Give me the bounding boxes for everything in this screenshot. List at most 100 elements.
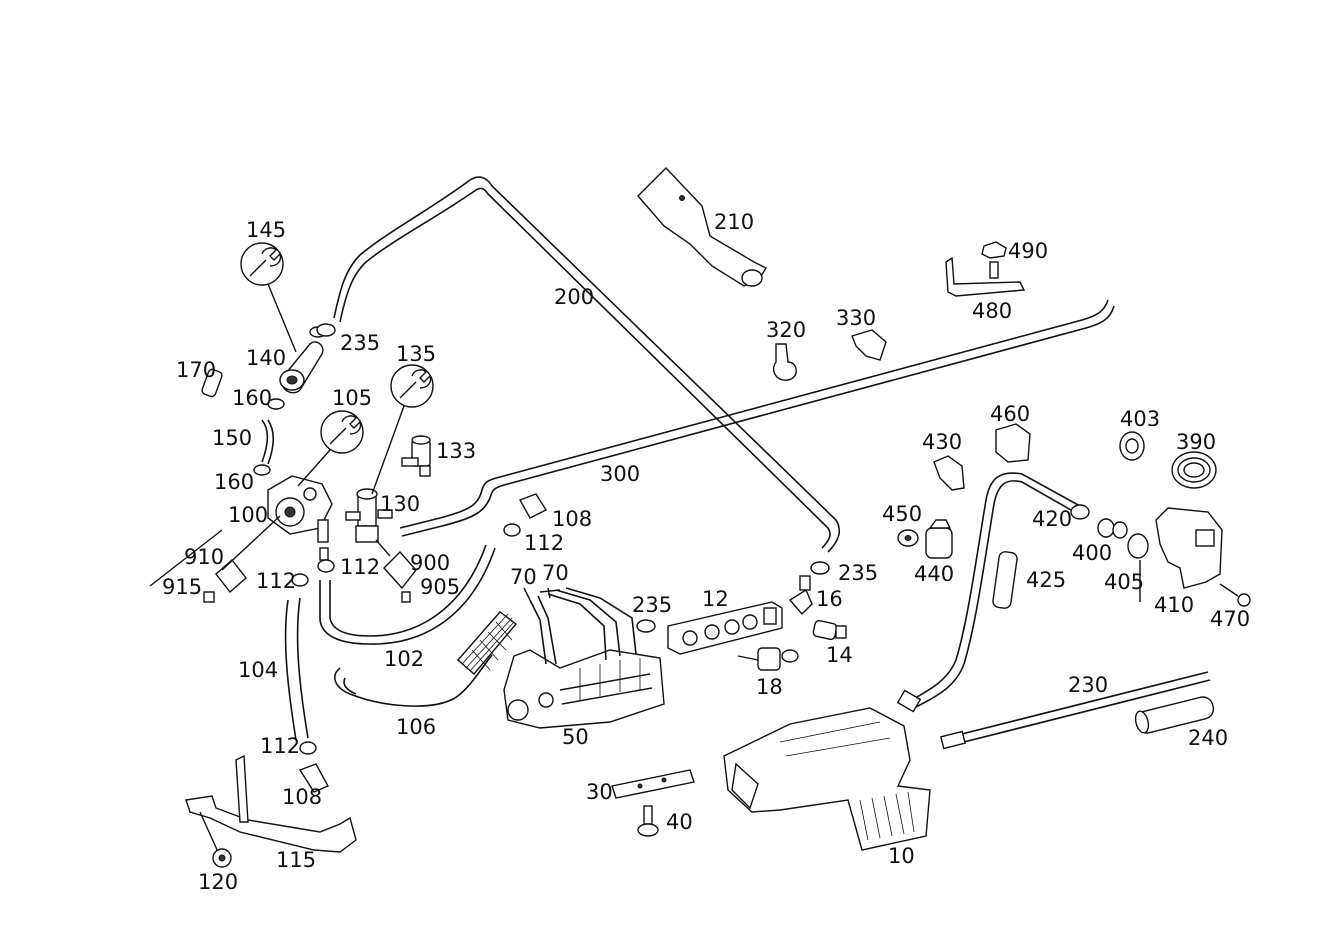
fitting-400 bbox=[1097, 518, 1128, 539]
clip-460 bbox=[995, 423, 1031, 463]
label-240: 240 bbox=[1188, 726, 1228, 750]
leader-lines bbox=[149, 515, 561, 593]
label-30: 30 bbox=[586, 780, 613, 804]
label-300: 300 bbox=[600, 462, 640, 486]
label-915: 915 bbox=[162, 575, 202, 599]
wrench-icon bbox=[371, 364, 434, 495]
clamp-235-b bbox=[810, 561, 830, 575]
wrench-icon bbox=[240, 242, 297, 353]
part-labels: 145 140 235 170 160 150 160 105 135 133 … bbox=[162, 210, 1250, 894]
clamp-112-d bbox=[299, 741, 317, 755]
wrench-icon bbox=[297, 410, 364, 487]
label-115: 115 bbox=[276, 848, 316, 872]
ring-403 bbox=[1119, 431, 1145, 461]
label-420: 420 bbox=[1032, 507, 1072, 531]
filter-900 bbox=[383, 550, 417, 603]
label-490: 490 bbox=[1008, 239, 1048, 263]
nut-120 bbox=[212, 848, 232, 868]
clamp-160-a bbox=[267, 398, 285, 410]
label-133: 133 bbox=[436, 439, 476, 463]
clamp-112-b bbox=[317, 559, 335, 573]
label-40: 40 bbox=[666, 810, 693, 834]
sensor-18 bbox=[737, 647, 799, 671]
bolt-470 bbox=[1219, 583, 1251, 607]
fitting-108-a bbox=[518, 493, 548, 519]
bracket-115 bbox=[185, 754, 357, 853]
screw-40 bbox=[637, 805, 659, 837]
cap-405 bbox=[1127, 533, 1149, 602]
label-108: 108 bbox=[282, 785, 322, 809]
clip-320 bbox=[772, 343, 797, 381]
label-330: 330 bbox=[836, 306, 876, 330]
label-105: 105 bbox=[332, 386, 372, 410]
label-210: 210 bbox=[714, 210, 754, 234]
label-102: 102 bbox=[384, 647, 424, 671]
hose-150 bbox=[261, 419, 275, 465]
label-320: 320 bbox=[766, 318, 806, 342]
rail-12 bbox=[667, 601, 783, 655]
label-112: 112 bbox=[260, 734, 300, 758]
label-235: 235 bbox=[632, 593, 672, 617]
clamp-160-b bbox=[253, 464, 271, 476]
clamp-112-a bbox=[503, 523, 521, 537]
label-425: 425 bbox=[1026, 568, 1066, 592]
label-450: 450 bbox=[882, 502, 922, 526]
label-70: 70 bbox=[510, 565, 537, 589]
tube-240 bbox=[1134, 696, 1215, 734]
label-120: 120 bbox=[198, 870, 238, 894]
grommet-450 bbox=[897, 529, 919, 547]
label-235: 235 bbox=[838, 561, 878, 585]
plate-30 bbox=[611, 769, 695, 799]
label-480: 480 bbox=[972, 299, 1012, 323]
bellows-390 bbox=[1171, 451, 1217, 489]
hose-170 bbox=[201, 368, 223, 398]
fitting-108-b bbox=[298, 763, 329, 793]
label-100: 100 bbox=[228, 503, 268, 527]
mount-440 bbox=[925, 519, 953, 559]
label-905: 905 bbox=[420, 575, 460, 599]
valve-130 bbox=[345, 488, 393, 543]
label-160: 160 bbox=[232, 386, 272, 410]
label-16: 16 bbox=[816, 587, 843, 611]
label-130: 130 bbox=[380, 492, 420, 516]
clamp-235-c bbox=[636, 619, 656, 633]
label-170: 170 bbox=[176, 358, 216, 382]
label-50: 50 bbox=[562, 725, 589, 749]
label-390: 390 bbox=[1176, 430, 1216, 454]
elbow-16 bbox=[788, 575, 813, 616]
tube-102 bbox=[319, 544, 496, 645]
hose-420 bbox=[896, 472, 1090, 713]
label-410: 410 bbox=[1154, 593, 1194, 617]
label-112: 112 bbox=[524, 531, 564, 555]
bracket-410 bbox=[1155, 507, 1223, 589]
tube-106 bbox=[334, 611, 518, 707]
clip-430 bbox=[933, 455, 965, 491]
label-10: 10 bbox=[888, 844, 915, 868]
label-12: 12 bbox=[702, 587, 729, 611]
label-108: 108 bbox=[552, 507, 592, 531]
lines-70 bbox=[523, 587, 637, 665]
label-460: 460 bbox=[990, 402, 1030, 426]
valve-133 bbox=[401, 435, 431, 477]
label-112: 112 bbox=[256, 569, 296, 593]
label-900: 900 bbox=[410, 551, 450, 575]
label-200: 200 bbox=[554, 285, 594, 309]
clamp-235-a bbox=[316, 323, 336, 337]
label-112: 112 bbox=[340, 555, 380, 579]
filter-140 bbox=[279, 326, 327, 394]
sensor-14 bbox=[812, 619, 847, 641]
label-400: 400 bbox=[1072, 541, 1112, 565]
label-106: 106 bbox=[396, 715, 436, 739]
label-70: 70 bbox=[542, 561, 569, 585]
clamp-112-c bbox=[291, 573, 309, 587]
tube-104 bbox=[284, 597, 309, 741]
label-160: 160 bbox=[214, 470, 254, 494]
label-440: 440 bbox=[914, 562, 954, 586]
label-470: 470 bbox=[1210, 607, 1250, 631]
rod-230 bbox=[940, 671, 1211, 750]
label-150: 150 bbox=[212, 426, 252, 450]
label-405: 405 bbox=[1104, 570, 1144, 594]
bracket-210 bbox=[637, 166, 767, 287]
tube-300 bbox=[399, 299, 1115, 537]
